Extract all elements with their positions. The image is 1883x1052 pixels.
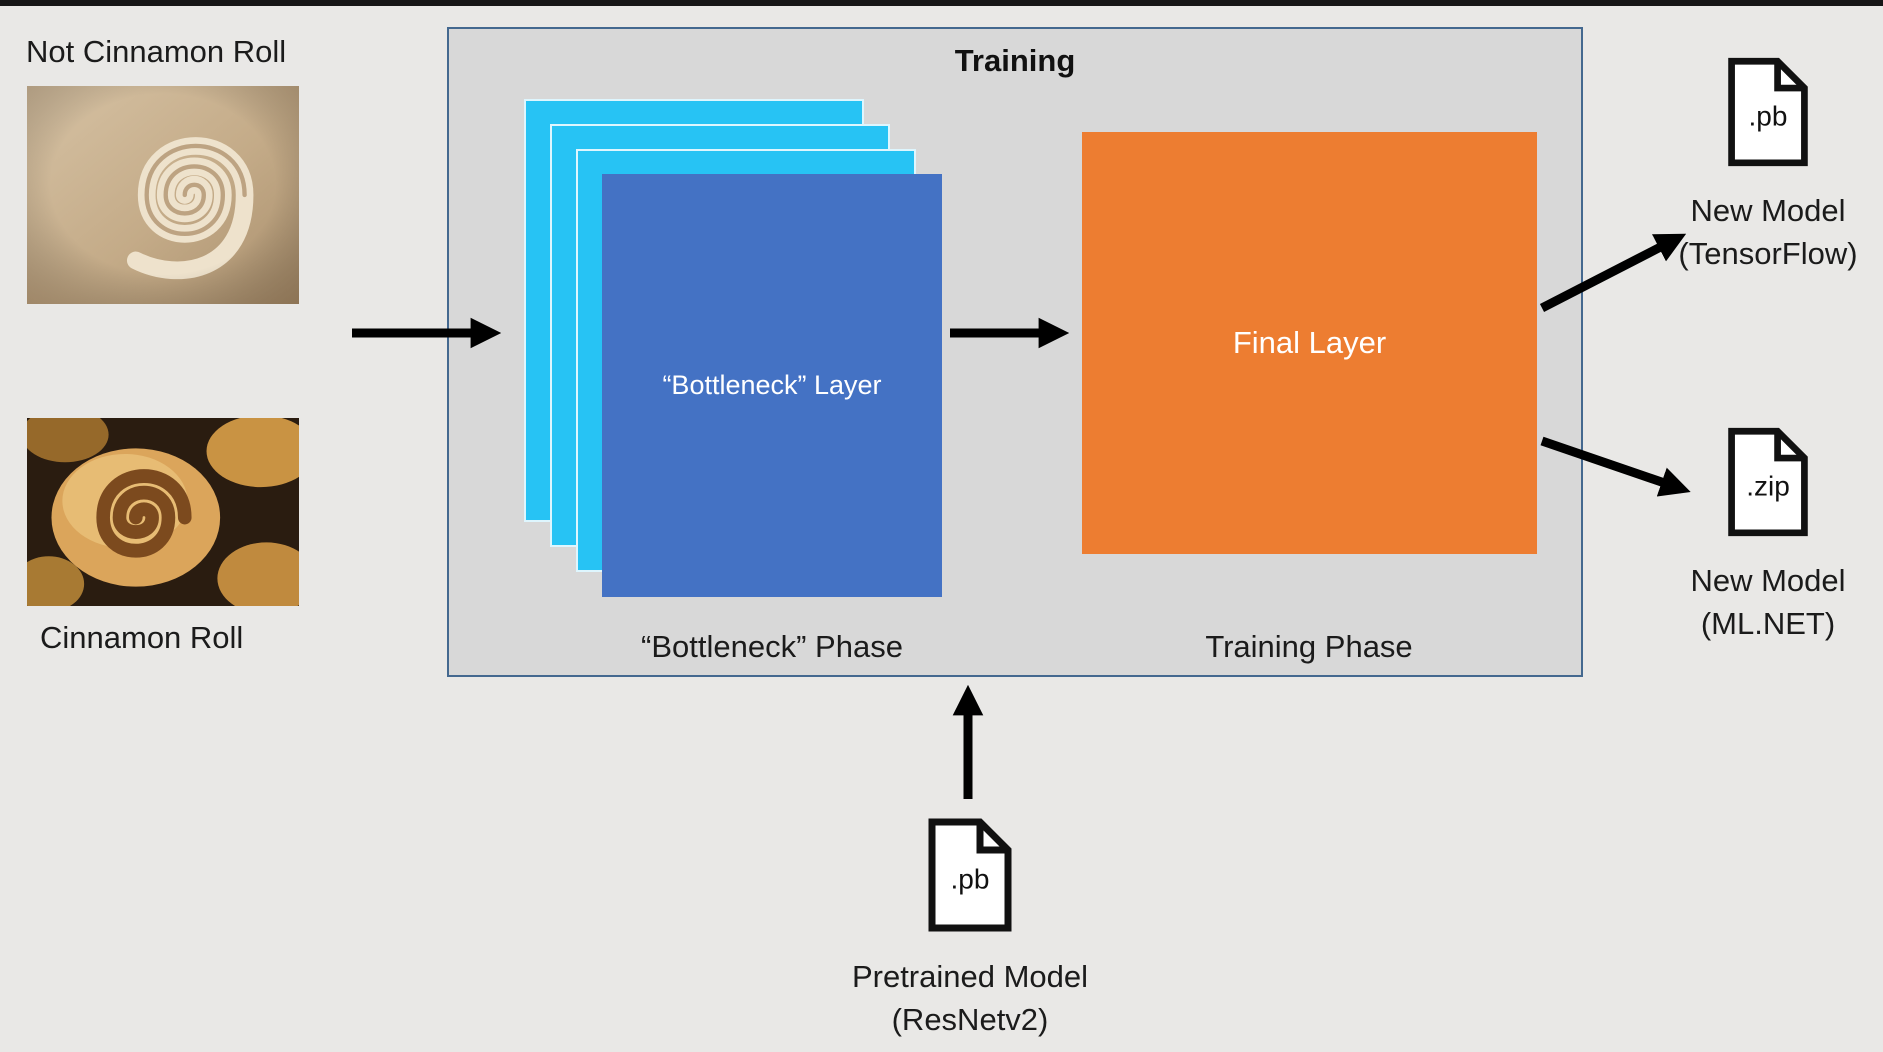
cinnamon-roll-label: Cinnamon Roll — [40, 620, 244, 655]
zip-file-label: .zip — [1746, 470, 1790, 502]
mlnet-model-caption-line2: (ML.NET) — [1700, 606, 1836, 642]
output-mlnet-model: .zip New Model (ML.NET) — [1648, 425, 1883, 646]
training-box: Training “Bottleneck” Layer Final Layer … — [447, 27, 1583, 677]
pb-file-label: .pb — [1748, 100, 1788, 132]
document-icon — [928, 818, 1012, 932]
pretrained-model: .pb Pretrained Model (ResNetv2) — [830, 815, 1110, 1042]
pretrained-pb-file-label: .pb — [950, 863, 990, 895]
tensorflow-model-caption-line1: New Model — [1690, 193, 1846, 228]
tensorflow-model-caption-line2: (TensorFlow) — [1678, 236, 1858, 272]
final-layer-label: Final Layer — [1232, 325, 1387, 360]
not-cinnamon-roll-label: Not Cinnamon Roll — [26, 34, 287, 69]
pretrained-caption-line2: (ResNetv2) — [891, 1002, 1049, 1038]
bottleneck-layer-label: “Bottleneck” Layer — [662, 370, 882, 400]
zip-file-icon: .zip — [1722, 425, 1814, 539]
final-layer-block: Final Layer — [1082, 132, 1537, 554]
not-cinnamon-roll-image — [27, 86, 299, 304]
pb-file-icon: .pb — [1722, 55, 1814, 169]
bottleneck-layer-block: “Bottleneck” Layer — [602, 174, 942, 597]
output-tensorflow-model: .pb New Model (TensorFlow) — [1648, 55, 1883, 276]
training-phase-label: Training Phase — [1205, 629, 1413, 664]
training-title: Training — [954, 43, 1076, 78]
pretrained-pb-file-icon: .pb — [922, 815, 1018, 935]
mlnet-model-caption-line1: New Model — [1690, 563, 1846, 598]
top-border — [0, 0, 1883, 6]
dog-tail-illustration — [27, 86, 299, 304]
cinnamon-rolls-illustration — [27, 418, 299, 606]
document-icon — [1728, 427, 1808, 537]
document-icon — [1728, 57, 1808, 167]
pretrained-caption-line1: Pretrained Model — [851, 959, 1089, 994]
bottleneck-phase-label: “Bottleneck” Phase — [641, 629, 903, 664]
cinnamon-roll-image — [27, 418, 299, 606]
